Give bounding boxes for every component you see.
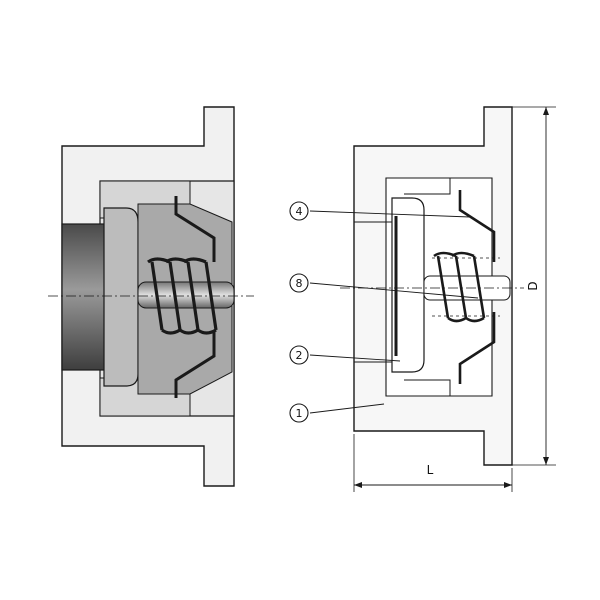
callout-8-bubble bbox=[289, 273, 309, 293]
callout-2: 2 bbox=[289, 345, 401, 365]
dimension-diameter-label: D bbox=[526, 281, 540, 290]
left-disc bbox=[103, 207, 139, 387]
left-inlet-bore bbox=[61, 223, 109, 371]
dimension-length: L bbox=[353, 434, 513, 492]
left-stem bbox=[137, 281, 235, 309]
right-seat-bottom bbox=[386, 379, 451, 397]
dimension-length-label: L bbox=[427, 463, 434, 477]
callout-2-bubble bbox=[289, 345, 309, 365]
right-section-view bbox=[340, 106, 524, 466]
left-section-view bbox=[48, 106, 254, 487]
callout-1: 1 bbox=[289, 403, 385, 423]
callout-8: 8 bbox=[289, 273, 479, 299]
callout-8-label: 8 bbox=[296, 277, 303, 290]
right-retainer-bottom bbox=[458, 312, 496, 384]
callout-4-bubble bbox=[289, 201, 309, 221]
callout-1-bubble bbox=[289, 403, 309, 423]
dimension-diameter: D bbox=[512, 106, 556, 466]
callout-2-label: 2 bbox=[296, 349, 303, 362]
left-retainer-top bbox=[174, 196, 216, 262]
callout-4-label: 4 bbox=[296, 205, 303, 218]
right-disc bbox=[391, 197, 425, 373]
callout-4: 4 bbox=[289, 201, 471, 221]
right-retainer-top bbox=[458, 190, 496, 262]
left-retainer-bottom bbox=[174, 332, 216, 398]
right-spring bbox=[432, 251, 500, 323]
right-seat-top bbox=[386, 177, 451, 195]
callout-1-label: 1 bbox=[296, 407, 303, 420]
